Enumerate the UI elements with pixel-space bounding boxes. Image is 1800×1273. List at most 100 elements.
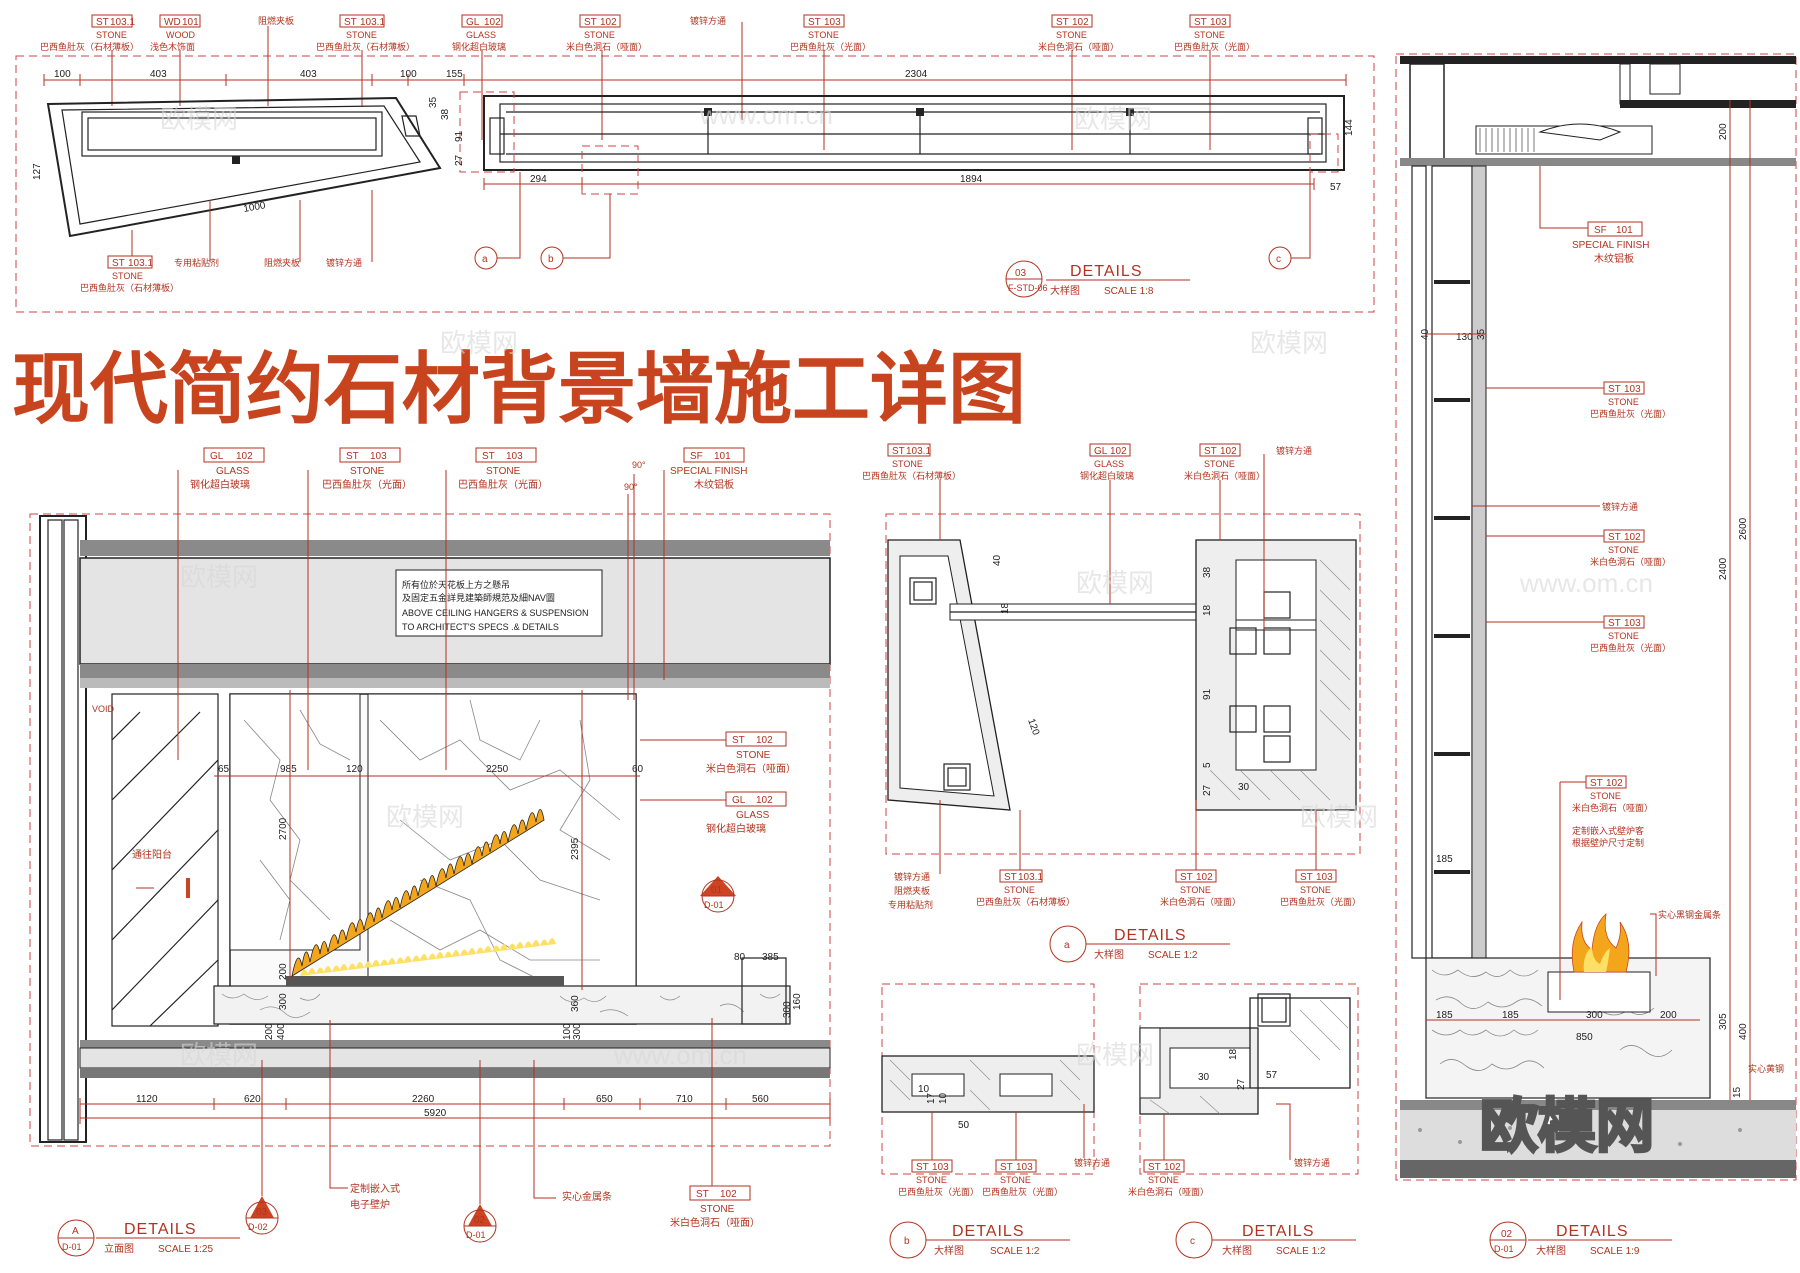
- svg-text:100: 100: [562, 1023, 573, 1040]
- svg-text:GLASS: GLASS: [466, 30, 496, 40]
- svg-text:巴西鱼肚灰（光面）: 巴西鱼肚灰（光面）: [458, 478, 548, 491]
- svg-text:300: 300: [572, 1023, 583, 1040]
- tag-st1031-top2: ST 103.1 STONE 巴西鱼肚灰（石材薄板）: [316, 14, 415, 52]
- svg-text:STONE: STONE: [350, 466, 385, 477]
- svg-text:01: 01: [711, 885, 723, 896]
- svg-text:102: 102: [1606, 778, 1623, 789]
- note-keel-bottom: 镀锌方通: [326, 257, 362, 268]
- svg-text:101: 101: [182, 17, 199, 28]
- svg-text:SF: SF: [1594, 225, 1607, 236]
- note-fire-board-top: 阻燃夹板: [258, 15, 294, 26]
- svg-text:D-02: D-02: [248, 1222, 268, 1232]
- svg-text:103: 103: [1624, 618, 1641, 629]
- svg-text:ST: ST: [584, 17, 597, 28]
- svg-text:620: 620: [244, 1094, 261, 1105]
- svg-text:65: 65: [218, 764, 230, 775]
- plan-side-dims: 35 38 91 27 127 57 144: [32, 96, 1355, 193]
- svg-text:27: 27: [1202, 784, 1213, 796]
- svg-text:38: 38: [1202, 566, 1213, 578]
- svg-text:米白色洞石（哑面）: 米白色洞石（哑面）: [1038, 41, 1119, 52]
- svg-text:木纹铝板: 木纹铝板: [694, 478, 734, 491]
- svg-text:ST: ST: [892, 446, 905, 457]
- tag-st103-top2: ST 103 STONE 巴西鱼肚灰（光面）: [1174, 14, 1255, 52]
- svg-text:103: 103: [506, 451, 523, 462]
- svg-text:400: 400: [1738, 1023, 1749, 1040]
- svg-text:ST: ST: [1608, 384, 1621, 395]
- svg-text:102: 102: [720, 1189, 737, 1200]
- svg-text:实心金属条: 实心金属条: [562, 1190, 612, 1203]
- svg-text:103: 103: [824, 17, 841, 28]
- svg-text:欧模网: 欧模网: [180, 562, 258, 592]
- svg-text:2304: 2304: [905, 69, 928, 80]
- svg-text:710: 710: [676, 1094, 693, 1105]
- svg-text:SCALE 1:8: SCALE 1:8: [1104, 286, 1154, 297]
- svg-text:985: 985: [280, 764, 297, 775]
- tag-st102-elev-bottom: ST 102 STONE 米白色洞石（哑面）: [670, 1185, 760, 1229]
- tag-st1031-plan-bottom: ST 103.1 STONE 巴西鱼肚灰（石材薄板）: [80, 255, 179, 293]
- svg-text:STONE: STONE: [346, 30, 377, 40]
- svg-text:ST: ST: [1148, 1162, 1161, 1173]
- svg-text:欧模网: 欧模网: [1074, 104, 1152, 134]
- svg-text:DETAILS: DETAILS: [1114, 927, 1187, 944]
- svg-text:巴西鱼肚灰（石材薄板）: 巴西鱼肚灰（石材薄板）: [40, 41, 139, 52]
- svg-text:欧模网: 欧模网: [180, 1040, 258, 1070]
- detail-title-03: 03 F-STD-06 DETAILS 大样图 SCALE 1:8: [1005, 260, 1190, 298]
- svg-text:40: 40: [992, 554, 1003, 566]
- svg-text:650: 650: [596, 1094, 613, 1105]
- svg-text:101: 101: [714, 451, 731, 462]
- svg-text:03: 03: [1015, 268, 1027, 279]
- svg-text:电子壁炉: 电子壁炉: [350, 1198, 390, 1211]
- svg-text:403: 403: [150, 69, 167, 80]
- tag-st103-top: ST 103 STONE 巴西鱼肚灰（光面）: [790, 14, 871, 52]
- svg-text:A: A: [72, 1226, 79, 1237]
- svg-text:385: 385: [762, 952, 779, 963]
- svg-text:实心黄钢: 实心黄钢: [1748, 1063, 1784, 1074]
- svg-text:91: 91: [454, 130, 465, 142]
- svg-text:127: 127: [32, 163, 43, 180]
- svg-text:a: a: [1064, 940, 1070, 951]
- svg-text:103: 103: [370, 451, 387, 462]
- svg-text:100: 100: [54, 69, 71, 80]
- svg-text:STONE: STONE: [96, 30, 127, 40]
- svg-text:102: 102: [236, 451, 253, 462]
- svg-text:02: 02: [1501, 1229, 1513, 1240]
- svg-text:欧模网: 欧模网: [160, 104, 238, 134]
- svg-text:120: 120: [346, 764, 363, 775]
- svg-text:STONE: STONE: [1000, 1175, 1031, 1185]
- svg-text:ST: ST: [916, 1162, 929, 1173]
- svg-text:木纹铝板: 木纹铝板: [1594, 252, 1634, 265]
- svg-text:欧模网: 欧模网: [1076, 1040, 1154, 1070]
- svg-text:ST: ST: [808, 17, 821, 28]
- svg-text:ST: ST: [482, 451, 495, 462]
- svg-text:DETAILS: DETAILS: [124, 1221, 197, 1238]
- svg-text:102: 102: [1624, 532, 1641, 543]
- svg-text:巴西鱼肚灰（光面）: 巴西鱼肚灰（光面）: [898, 1186, 979, 1197]
- svg-text:大样图: 大样图: [1222, 1244, 1252, 1257]
- svg-text:200: 200: [1718, 123, 1729, 140]
- svg-text:钢化超白玻璃: 钢化超白玻璃: [452, 41, 506, 52]
- svg-text:103: 103: [1210, 17, 1227, 28]
- svg-text:巴西鱼肚灰（光面）: 巴西鱼肚灰（光面）: [1280, 896, 1361, 907]
- svg-text:定制嵌入式: 定制嵌入式: [350, 1182, 400, 1195]
- svg-text:镀锌方通: 镀锌方通: [1276, 445, 1312, 456]
- svg-text:38: 38: [440, 108, 451, 120]
- tag-st1031-top: ST 103.1 STONE 巴西鱼肚灰（石材薄板）: [40, 14, 139, 52]
- svg-text:294: 294: [530, 174, 547, 185]
- svg-text:SCALE 1:25: SCALE 1:25: [158, 1244, 213, 1255]
- svg-text:300: 300: [782, 1001, 793, 1018]
- svg-text:57: 57: [1266, 1070, 1278, 1081]
- svg-text:米白色洞石（哑面）: 米白色洞石（哑面）: [1160, 896, 1241, 907]
- svg-text:102: 102: [1072, 17, 1089, 28]
- svg-text:STONE: STONE: [1608, 545, 1639, 555]
- tag-st103-elev: ST 103 STONE 巴西鱼肚灰（光面）: [322, 447, 412, 491]
- svg-text:D-01: D-01: [62, 1242, 82, 1252]
- svg-text:米白色洞石（哑面）: 米白色洞石（哑面）: [1184, 470, 1265, 481]
- svg-text:巴西鱼肚灰（光面）: 巴西鱼肚灰（光面）: [1174, 41, 1255, 52]
- svg-text:D-01: D-01: [704, 900, 724, 910]
- svg-text:b: b: [548, 254, 554, 265]
- svg-text:GLASS: GLASS: [216, 466, 250, 477]
- svg-text:80: 80: [734, 952, 746, 963]
- svg-text:850: 850: [1576, 1032, 1593, 1043]
- svg-text:STONE: STONE: [1180, 885, 1211, 895]
- section-marker-01: 01 D-01: [700, 876, 736, 913]
